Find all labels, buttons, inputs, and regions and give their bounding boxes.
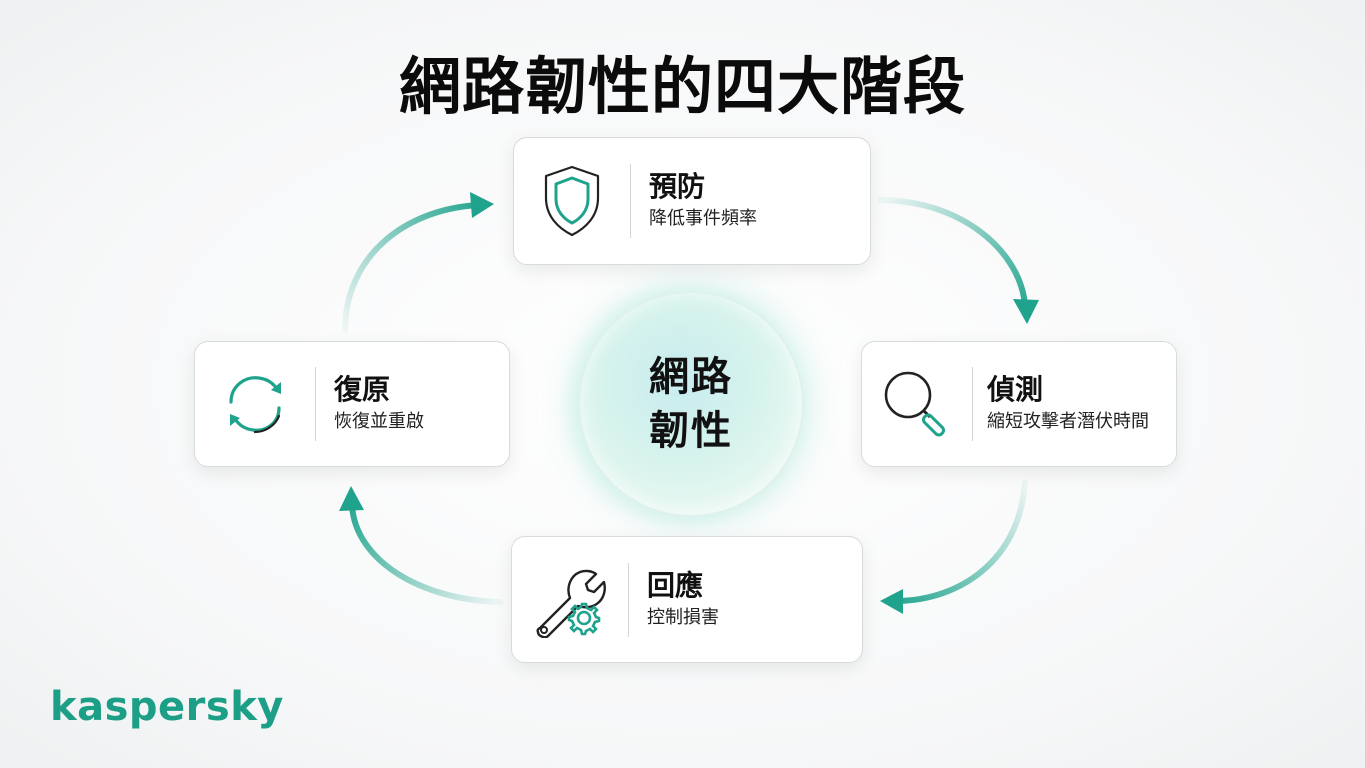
arrowhead — [470, 192, 494, 218]
center-label-line1: 網路 — [649, 354, 733, 400]
stage-title: 回應 — [647, 568, 704, 602]
arrow-response-to-recovery — [349, 502, 503, 605]
wrench-gear-icon — [512, 562, 628, 638]
kaspersky-logo: kaspersky — [50, 684, 284, 730]
refresh-icon — [195, 366, 315, 442]
arrow-recovery-to-prevention — [342, 202, 481, 333]
center-label-line2: 韌性 — [649, 408, 733, 454]
stage-card-detection: 偵測 縮短攻擊者潛伏時間 — [861, 341, 1177, 467]
card-divider — [315, 367, 316, 441]
arrow-detection-to-response — [895, 479, 1028, 604]
card-divider — [972, 367, 973, 441]
arrow-prevention-to-detection — [877, 197, 1028, 308]
arrowhead — [339, 486, 364, 511]
card-divider — [628, 562, 629, 637]
stage-subtitle: 恢復並重啟 — [334, 411, 424, 432]
stage-subtitle: 縮短攻擊者潛伏時間 — [987, 411, 1149, 432]
stage-subtitle: 控制損害 — [647, 606, 719, 628]
stage-title: 偵測 — [987, 373, 1044, 406]
stage-card-recovery: 復原 恢復並重啟 — [194, 341, 510, 467]
arrowhead — [1013, 299, 1039, 324]
page-title: 網路韌性的四大階段 — [398, 50, 966, 123]
center-circle: 網路 韌性 — [578, 291, 804, 517]
stage-title: 預防 — [649, 170, 706, 203]
stage-subtitle: 降低事件頻率 — [649, 208, 757, 229]
card-divider — [630, 164, 631, 238]
stage-card-response: 回應 控制損害 — [511, 536, 863, 663]
shield-icon — [514, 164, 630, 238]
stage-title: 復原 — [334, 373, 391, 406]
stage-card-prevention: 預防 降低事件頻率 — [513, 137, 871, 265]
arrowhead — [880, 589, 903, 614]
magnifier-icon — [862, 367, 972, 441]
